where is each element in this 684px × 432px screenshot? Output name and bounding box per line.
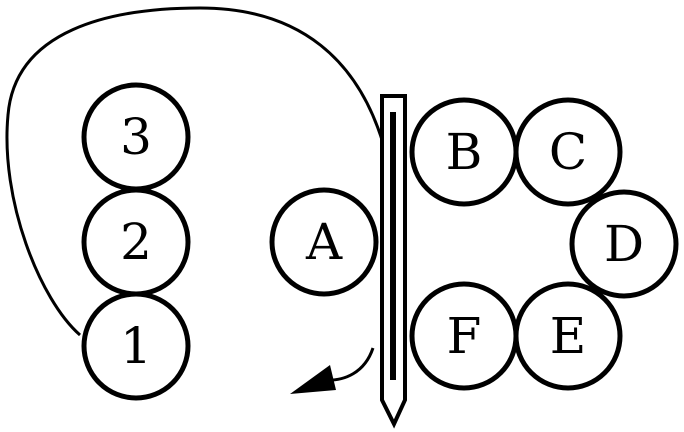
node-d: D xyxy=(569,189,679,299)
thread-arrowhead xyxy=(290,365,336,394)
node-e: E xyxy=(513,281,623,391)
node-label: 1 xyxy=(120,317,152,375)
node-label: B xyxy=(446,123,483,181)
node-2: 2 xyxy=(81,187,191,297)
node-label: F xyxy=(447,307,482,365)
node-label: 3 xyxy=(120,108,152,166)
node-label: A xyxy=(305,213,343,271)
node-label: C xyxy=(549,123,587,181)
thread-curve xyxy=(5,6,387,337)
node-a: A xyxy=(269,187,379,297)
node-3: 3 xyxy=(81,82,191,192)
node-c: C xyxy=(513,97,623,207)
node-label: E xyxy=(550,307,587,365)
node-1: 1 xyxy=(81,291,191,401)
needle-icon xyxy=(380,94,407,429)
node-b: B xyxy=(409,97,519,207)
needle-groove xyxy=(390,112,396,380)
node-f: F xyxy=(409,281,519,391)
node-label: D xyxy=(604,215,644,273)
node-label: 2 xyxy=(120,213,152,271)
